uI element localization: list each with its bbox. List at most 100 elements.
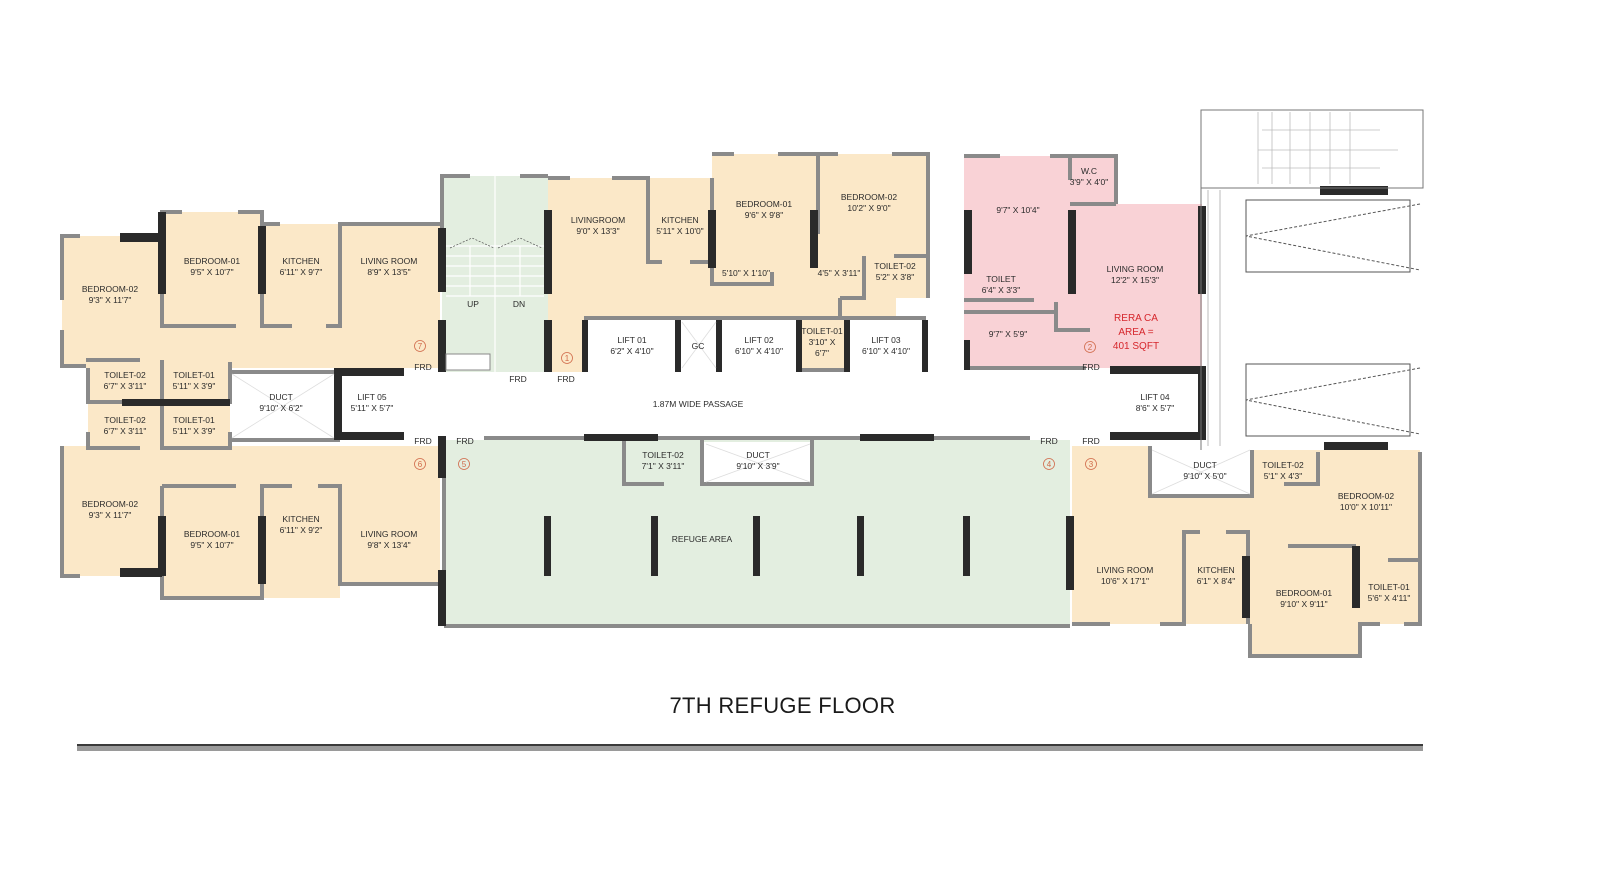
room-name: DUCT xyxy=(746,450,770,460)
room-name: TOILET-02 xyxy=(104,370,146,380)
unit-number: 7 xyxy=(418,342,423,351)
room-size: 9'10" X 3'9" xyxy=(736,461,779,471)
room-u1-toilet-01: TOILET-013'10" X6'7" xyxy=(801,326,843,358)
room-name: TOILET-02 xyxy=(642,450,684,460)
room-size: 9'7" X 10'4" xyxy=(996,205,1039,215)
room-size: 9'6" X 9'8" xyxy=(745,210,784,220)
room-size: 3'9" X 4'0" xyxy=(1070,177,1109,187)
fire-door-label: FRD xyxy=(557,374,574,384)
lift-02-floor xyxy=(720,320,798,370)
unit-number: 5 xyxy=(462,460,467,469)
rera-line-2: AREA = xyxy=(1118,327,1153,338)
stair-landing-box xyxy=(445,353,491,371)
room-size: 5'1" X 4'3" xyxy=(1264,471,1303,481)
room-passage: 1.87M WIDE PASSAGE xyxy=(653,399,744,409)
unit-number-circle-icon xyxy=(1085,458,1097,470)
room-u2-room-a: 9'7" X 10'4" xyxy=(996,205,1039,215)
room-u2-room-b: 9'7" X 5'9" xyxy=(989,329,1028,339)
room-size: 6'1" X 8'4" xyxy=(1197,576,1236,586)
unit-6-floor xyxy=(62,446,440,600)
room-name: LIVINGROOM xyxy=(571,215,625,225)
room-size: 5'11" X 10'0" xyxy=(656,226,703,236)
room-name: KITCHEN xyxy=(282,256,319,266)
room-refuge-area: REFUGE AREA xyxy=(672,534,733,544)
room-size: 6'10" X 4'10" xyxy=(735,346,783,356)
fire-door-label: FRD xyxy=(1082,362,1099,372)
room-u3-bedroom-01: BEDROOM-019'10" X 9'11" xyxy=(1276,588,1332,609)
room-name: TOILET xyxy=(986,274,1016,284)
room-size: 9'7" X 5'9" xyxy=(989,329,1028,339)
room-size: 9'8" X 13'4" xyxy=(367,540,410,550)
ground-line xyxy=(77,744,1423,751)
unit-number-marker: 4 xyxy=(1043,458,1055,470)
room-size: 6'7" X 3'11" xyxy=(104,381,147,391)
unit-1-floor xyxy=(548,154,928,318)
unit-number-circle-icon xyxy=(1084,341,1096,353)
room-name: GC xyxy=(692,341,705,351)
unit-number: 1 xyxy=(565,354,570,363)
room-name: BEDROOM-02 xyxy=(82,499,138,509)
room-name: LIFT 02 xyxy=(744,335,773,345)
room-name: TOILET-02 xyxy=(1262,460,1304,470)
room-size: 3'10" X xyxy=(809,337,836,347)
room-lift-04: LIFT 048'6" X 5'7" xyxy=(1136,392,1175,413)
room-u1-bedroom-01: BEDROOM-019'6" X 9'8" xyxy=(736,199,792,220)
room-name: BEDROOM-02 xyxy=(841,192,897,202)
room-size: 5'6" X 4'11" xyxy=(1368,593,1411,603)
stair-arrows xyxy=(449,237,543,249)
room-size: 6'7" X 3'11" xyxy=(104,426,147,436)
room-lift-03: LIFT 036'10" X 4'10" xyxy=(862,335,910,356)
room-name: KITCHEN xyxy=(282,514,319,524)
room-size: 9'0" X 13'3" xyxy=(576,226,619,236)
room-name: LIFT 04 xyxy=(1140,392,1169,402)
room-size: 8'9" X 13'5" xyxy=(367,267,410,277)
room-size: 6'10" X 4'10" xyxy=(862,346,910,356)
room-size: 10'6" X 17'1" xyxy=(1101,576,1149,586)
stair-down-label: DN xyxy=(513,299,525,309)
room-size: 10'2" X 9'0" xyxy=(847,203,890,213)
room-name: TOILET-01 xyxy=(1368,582,1410,592)
unit-number: 3 xyxy=(1089,460,1094,469)
fire-door-label: FRD xyxy=(509,374,526,384)
unit-number-circle-icon xyxy=(458,458,470,470)
room-u7-bedroom-01: BEDROOM-019'5" X 10'7" xyxy=(184,256,240,277)
room-u2-wc: W.C3'9" X 4'0" xyxy=(1070,166,1109,187)
room-name: LIFT 01 xyxy=(617,335,646,345)
room-u6-toilet-02: TOILET-026'7" X 3'11" xyxy=(104,415,147,436)
room-name: LIVING ROOM xyxy=(1107,264,1164,274)
room-size: 6'7" xyxy=(815,348,829,358)
room-size: 10'0" X 10'11" xyxy=(1340,502,1392,512)
unit-number: 6 xyxy=(418,460,423,469)
room-size: 5'11" X 3'9" xyxy=(173,426,216,436)
unit-numbers: 1 2 3 4 5 6 7 xyxy=(414,340,1097,470)
room-size: 5'2" X 3'8" xyxy=(876,272,915,282)
unit-number-marker: 1 xyxy=(561,352,573,364)
passage-floor xyxy=(404,372,1112,438)
unit-number-circle-icon xyxy=(1043,458,1055,470)
room-name: 1.87M WIDE PASSAGE xyxy=(653,399,744,409)
rera-line-3: 401 SQFT xyxy=(1113,341,1159,352)
floor-title: 7TH REFUGE FLOOR xyxy=(669,693,896,718)
unit-number-marker: 2 xyxy=(1084,341,1096,353)
room-name: TOILET-02 xyxy=(874,261,916,271)
external-stair xyxy=(1200,109,1424,189)
room-u3-toilet-02: TOILET-025'1" X 4'3" xyxy=(1262,460,1304,481)
room-name: BEDROOM-01 xyxy=(1276,588,1332,598)
room-size: 9'5" X 10'7" xyxy=(190,267,233,277)
room-size: 9'3" X 11'7" xyxy=(89,510,132,520)
room-size: 4'5" X 3'11" xyxy=(818,268,861,278)
room-u1-lobby: 4'5" X 3'11" xyxy=(818,268,861,278)
room-u7-bedroom-02: BEDROOM-029'3" X 11'7" xyxy=(82,284,138,305)
columns xyxy=(120,186,1388,626)
room-size: 6'2" X 4'10" xyxy=(610,346,653,356)
unit-number: 4 xyxy=(1047,460,1052,469)
room-name: REFUGE AREA xyxy=(672,534,733,544)
